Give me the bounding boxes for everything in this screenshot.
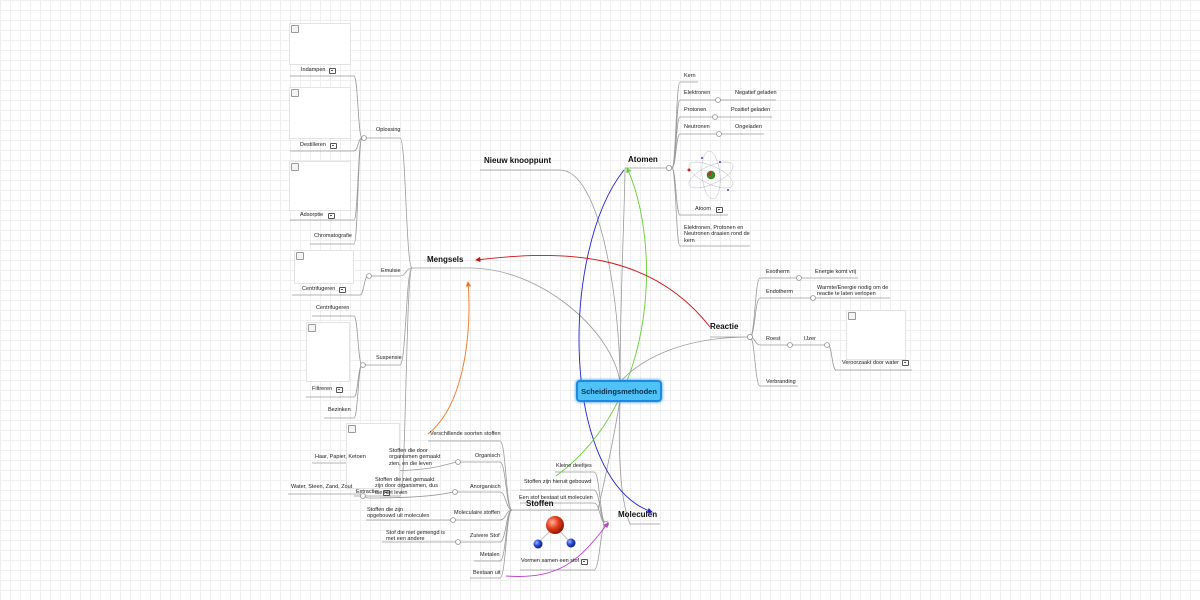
picture-icon[interactable] [581, 559, 588, 565]
image-placeholder [289, 23, 351, 65]
node-chromatografie[interactable]: Chromatografie [314, 233, 352, 239]
topic-nieuw-knooppunt[interactable]: Nieuw knooppunt [484, 156, 552, 165]
node-zuivere-stof[interactable]: Zuivere Stof [470, 533, 500, 539]
node-roest[interactable]: Roest [766, 336, 781, 342]
picture-icon[interactable] [339, 287, 346, 293]
picture-icon[interactable] [330, 143, 337, 149]
node-exotherm[interactable]: Exotherm [766, 269, 790, 275]
topic-stoffen[interactable]: Stoffen [526, 499, 554, 508]
node-energie-komt-vrij[interactable]: Energie komt vrij [815, 269, 856, 275]
node-emulsie[interactable]: Emulsie [381, 268, 401, 274]
central-topic[interactable]: Scheidingsmethoden [576, 380, 662, 402]
image-placeholder [346, 423, 400, 489]
image-placeholder [846, 310, 906, 360]
node-stoffen-hieruit[interactable]: Stoffen zijn hieruit gebouwd [524, 479, 592, 485]
node-negatief-geladen[interactable]: Negatief geladen [735, 90, 777, 96]
node-elektronen[interactable]: Elektronen [684, 90, 711, 96]
node-water-steen[interactable]: Water, Steen, Zand, Zout [291, 484, 353, 490]
node-organisch[interactable]: Organisch [475, 453, 501, 459]
node-atoom[interactable]: Atoom [695, 206, 711, 212]
node-positief-geladen[interactable]: Positief geladen [731, 107, 771, 113]
node-indampen[interactable]: Indampen [301, 67, 326, 73]
node-protonen[interactable]: Protonen [684, 107, 707, 113]
node-neutronen[interactable]: Neutronen [684, 124, 710, 130]
topic-mengsels[interactable]: Mengsels [427, 255, 464, 264]
node-metalen[interactable]: Metalen [480, 552, 500, 558]
node-anorganisch-desc[interactable]: Stoffen die niet gemaakt zijn door organ… [375, 477, 438, 496]
picture-icon[interactable] [383, 490, 390, 496]
node-bezinken[interactable]: Bezinken [328, 407, 351, 413]
node-veroorzaakt-door-water[interactable]: Veroorzaakt door water [842, 360, 899, 366]
topic-reactie[interactable]: Reactie [710, 322, 739, 331]
node-centrifugeren[interactable]: Centrifugeren [302, 286, 336, 292]
picture-icon[interactable] [328, 213, 335, 219]
node-kleine-deeltjes[interactable]: Kleine deeltjes [556, 463, 592, 469]
node-bestaan-uit[interactable]: Bestaan uit [473, 570, 501, 576]
image-placeholder [289, 87, 351, 139]
image-placeholder [294, 250, 354, 284]
node-warmte[interactable]: Warmte/Energie nodig om de reactie te la… [817, 285, 889, 298]
node-centrifugeren-2[interactable]: Centrifugeren [316, 305, 350, 311]
topic-moleculen[interactable]: Moleculen [618, 510, 658, 519]
node-zuivere-desc[interactable]: Stof die niet gemengd is met een andere [386, 530, 446, 543]
atom-illustration [687, 150, 734, 200]
node-ongeladen[interactable]: Ongeladen [735, 124, 762, 130]
picture-icon[interactable] [716, 207, 723, 213]
node-ijzer[interactable]: IJzer [804, 336, 816, 342]
node-haar-papier[interactable]: Haar, Papier, Ketoen [315, 454, 366, 460]
node-moleculaire-desc[interactable]: Stoffen die zijn opgebouwd uit moleculen [367, 507, 430, 520]
node-endotherm[interactable]: Endotherm [766, 289, 793, 295]
picture-icon[interactable] [329, 68, 336, 74]
node-organisch-desc[interactable]: Stoffen die door organismen gemaakt zien… [389, 448, 441, 467]
node-suspensie[interactable]: Suspensie [376, 355, 402, 361]
node-draaien[interactable]: Elektronen, Protonen en Neutronen draaie… [684, 225, 750, 244]
image-placeholder [289, 161, 351, 211]
image-placeholder [306, 322, 350, 382]
node-extractie[interactable]: Extractie [356, 489, 378, 495]
node-stof-bestaat[interactable]: Een stof bestaat uit moleculen [519, 495, 593, 501]
node-verschillende-soorten[interactable]: Verschillende soorten stoffen [430, 431, 501, 437]
node-destilleren[interactable]: Destilleren [300, 142, 326, 148]
molecule-illustration [533, 516, 576, 549]
node-adsorptie[interactable]: Adsorptie [300, 212, 324, 218]
node-anorganisch[interactable]: Anorganisch [470, 484, 501, 490]
node-verbranding[interactable]: Verbranding [766, 379, 796, 385]
node-oplossing[interactable]: Oplossing [376, 127, 401, 133]
node-vormen-samen[interactable]: Vormen samen een stof [521, 558, 580, 564]
topic-atomen[interactable]: Atomen [628, 155, 658, 164]
picture-icon[interactable] [902, 360, 909, 366]
node-moleculaire-stoffen[interactable]: Moleculaire stoffen [454, 510, 501, 516]
picture-icon[interactable] [336, 387, 343, 393]
node-filtreren[interactable]: Filtreren [312, 386, 333, 392]
node-kern[interactable]: Kern [684, 73, 696, 79]
